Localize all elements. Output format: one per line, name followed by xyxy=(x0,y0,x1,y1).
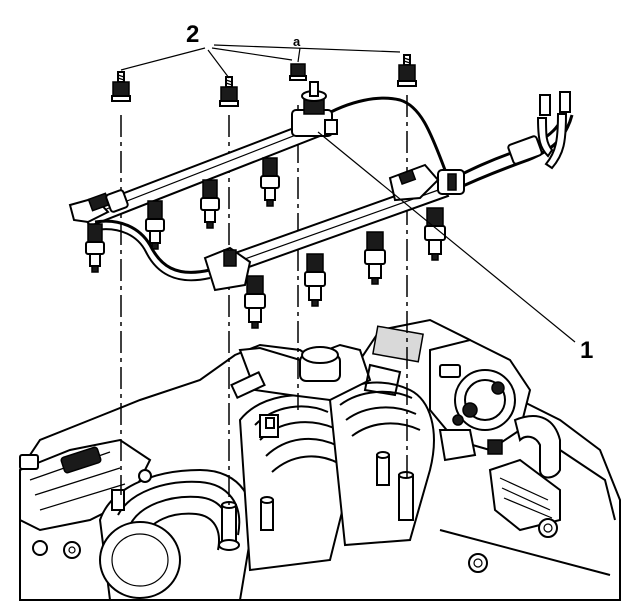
fuel-rail-bolts xyxy=(111,54,417,107)
bolt xyxy=(111,71,131,102)
fuel-pressure-regulator xyxy=(291,81,338,137)
bolt xyxy=(289,63,307,81)
injector xyxy=(304,253,326,307)
injector xyxy=(424,207,446,261)
callout-fuel-rail: 1 xyxy=(580,337,593,364)
injector xyxy=(145,200,165,250)
alignment-lines xyxy=(120,95,408,505)
injector xyxy=(260,157,280,207)
bolt xyxy=(219,76,239,107)
injector xyxy=(244,275,266,329)
injector xyxy=(85,223,105,273)
leader-lines xyxy=(120,44,576,343)
fuel-rail-assembly xyxy=(68,81,574,292)
callout-labels: 2 a 1 xyxy=(186,21,593,364)
fuel-injectors xyxy=(85,157,446,329)
bolt xyxy=(397,54,417,87)
injector xyxy=(364,231,386,285)
callout-note-marker: a xyxy=(293,34,301,49)
throttle-body xyxy=(429,338,532,462)
injector xyxy=(200,179,220,229)
intake-manifold xyxy=(19,318,621,601)
callout-bolts: 2 xyxy=(186,21,199,48)
